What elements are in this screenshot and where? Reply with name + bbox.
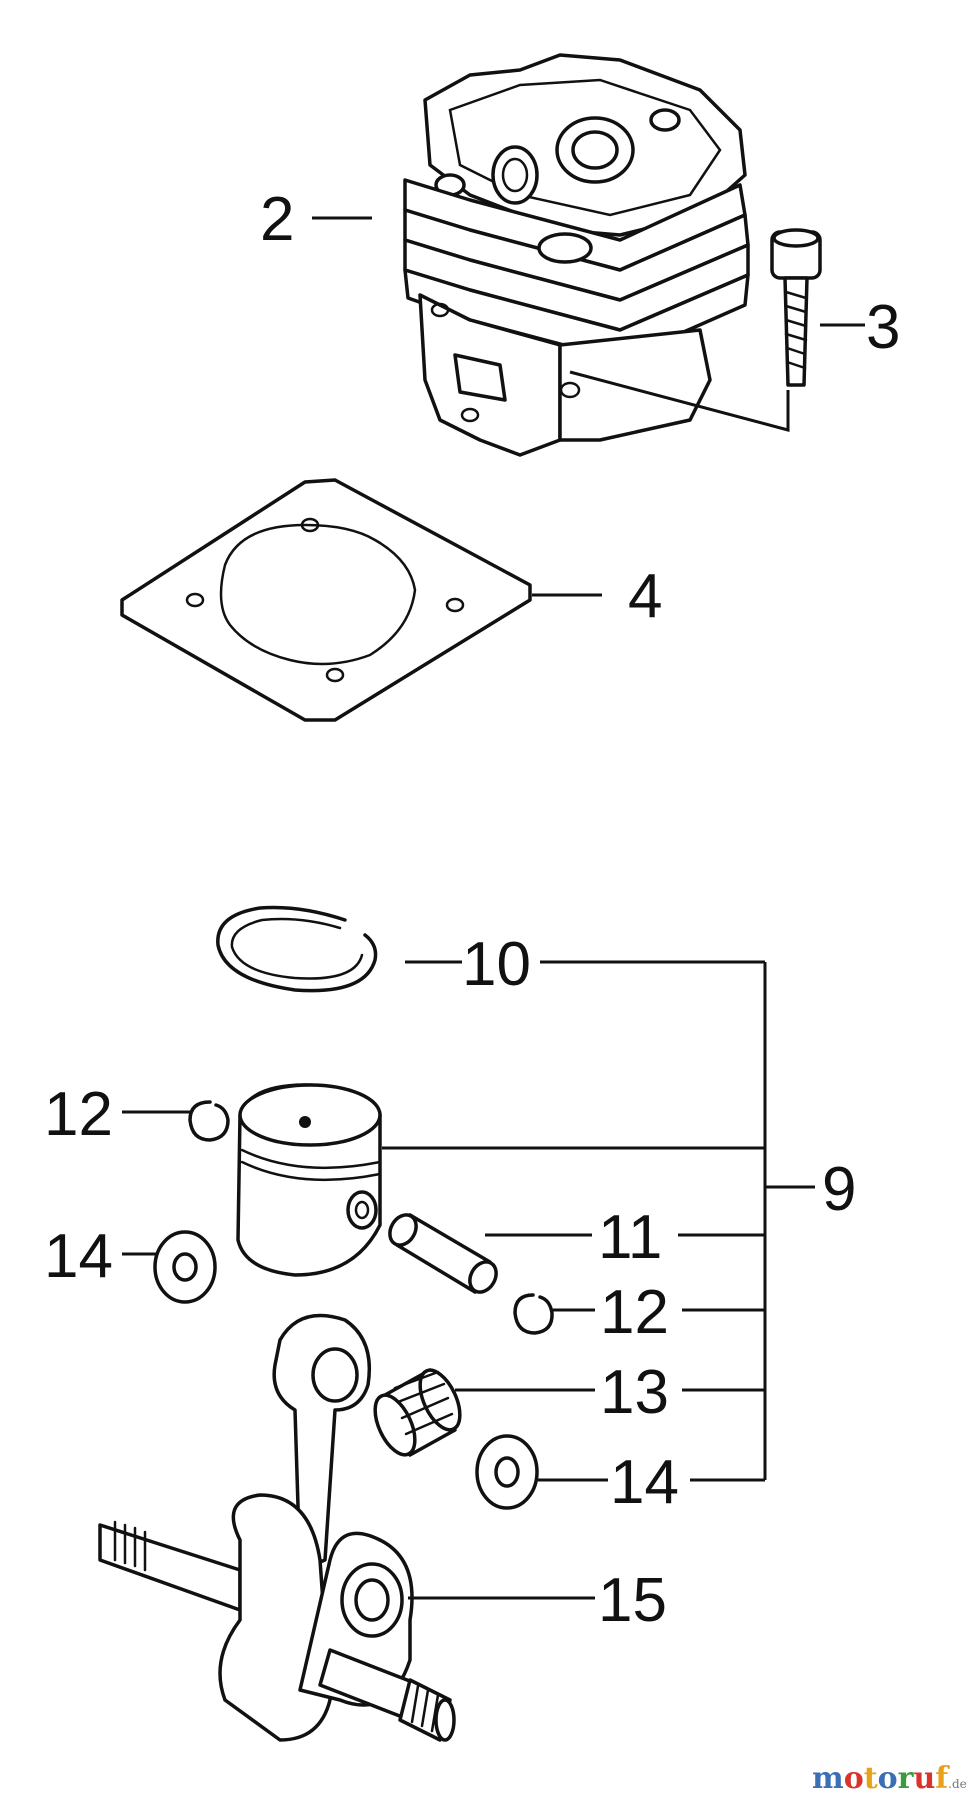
callout-14-right: 14 xyxy=(610,1448,679,1517)
wm-2: t xyxy=(864,1761,878,1796)
callout-2: 2 xyxy=(260,185,294,254)
washer-icon xyxy=(475,1434,539,1510)
watermark-logo: motoruf.de xyxy=(812,1761,967,1796)
callout-12-left: 12 xyxy=(44,1080,113,1149)
cylinder-icon xyxy=(403,53,750,457)
callout-4: 4 xyxy=(628,562,662,631)
bolt-leader xyxy=(569,370,790,432)
bolt-icon xyxy=(770,228,822,387)
piston-icon xyxy=(236,1083,382,1277)
callout-14-left: 14 xyxy=(44,1222,113,1291)
callout-15: 15 xyxy=(598,1566,667,1635)
wm-1: o xyxy=(844,1761,864,1796)
callout-13: 13 xyxy=(600,1358,669,1427)
crankshaft-icon xyxy=(98,1313,456,1742)
wm-4: r xyxy=(898,1761,915,1796)
wm-3: o xyxy=(878,1761,898,1796)
wm-5: u xyxy=(913,1761,935,1796)
callout-9: 9 xyxy=(822,1155,856,1224)
gasket-icon xyxy=(120,478,532,722)
callout-11: 11 xyxy=(598,1203,662,1272)
callout-3: 3 xyxy=(866,293,900,362)
wm-suffix: .de xyxy=(948,1777,967,1791)
circlip-icon xyxy=(513,1293,554,1335)
circlip-icon xyxy=(188,1100,230,1142)
piston-pin-icon xyxy=(388,1213,498,1294)
callout-10: 10 xyxy=(462,930,531,999)
callout-12-right: 12 xyxy=(600,1278,669,1347)
piston-ring-icon xyxy=(216,905,378,993)
wm-0: m xyxy=(812,1761,844,1796)
needle-bearing-icon xyxy=(373,1368,462,1457)
wm-6: f xyxy=(935,1761,950,1796)
washer-icon xyxy=(153,1230,217,1304)
